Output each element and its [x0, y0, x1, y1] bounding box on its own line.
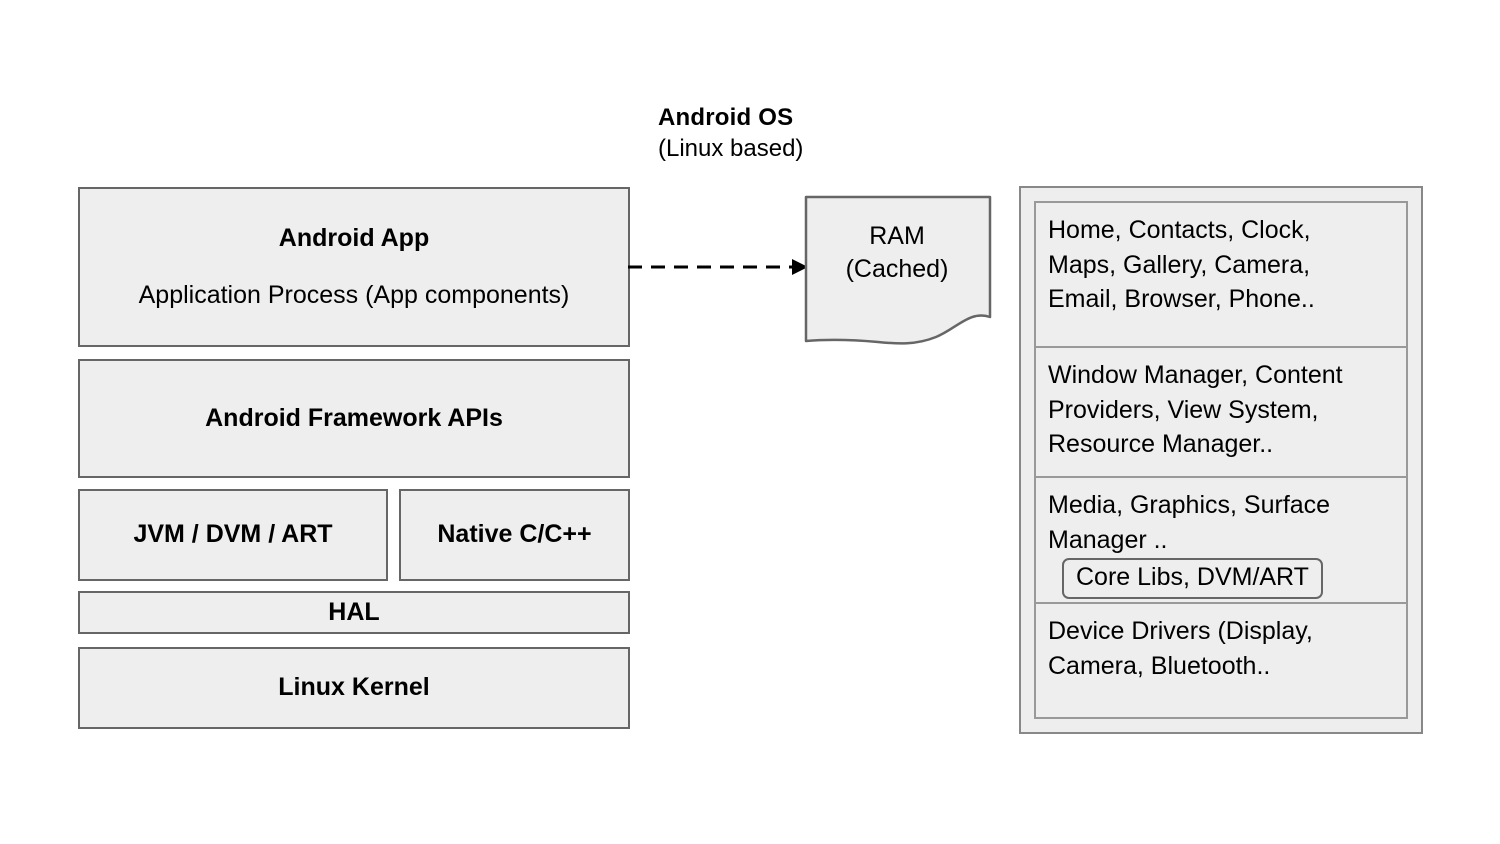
- linux-kernel-box[interactable]: Linux Kernel: [78, 647, 630, 729]
- hal-label: HAL: [328, 597, 380, 626]
- page-title: Android OS (Linux based): [658, 103, 1018, 164]
- os-title-sub: (Linux based): [658, 134, 804, 162]
- android-app-subtitle: Application Process (App components): [138, 281, 570, 309]
- android-framework-apis-label: Android Framework APIs: [205, 403, 503, 432]
- runtime-label: JVM / DVM / ART: [133, 520, 333, 549]
- dashed-arrow-icon: [628, 259, 808, 275]
- stack-section-drivers[interactable]: Device Drivers (Display, Camera, Bluetoo…: [1036, 604, 1406, 717]
- stack-section-drivers-text: Device Drivers (Display, Camera, Bluetoo…: [1048, 617, 1313, 680]
- android-app-title: Android App: [278, 223, 430, 252]
- native-label: Native C/C++: [437, 520, 592, 549]
- stack-section-framework-text: Window Manager, Content Providers, View …: [1048, 361, 1343, 459]
- stack-section-libraries-text: Media, Graphics, Surface Manager ..: [1048, 491, 1331, 554]
- android-stack-panel-inner: Home, Contacts, Clock, Maps, Gallery, Ca…: [1034, 201, 1408, 719]
- stack-section-apps-text: Home, Contacts, Clock, Maps, Gallery, Ca…: [1048, 216, 1315, 313]
- android-stack-panel: Home, Contacts, Clock, Maps, Gallery, Ca…: [1019, 186, 1423, 734]
- android-framework-apis-box[interactable]: Android Framework APIs: [78, 359, 630, 478]
- os-title-main: Android OS: [658, 104, 794, 131]
- hal-box[interactable]: HAL: [78, 591, 630, 634]
- stack-section-libraries[interactable]: Media, Graphics, Surface Manager .. Core…: [1036, 478, 1406, 605]
- ram-document-shape[interactable]: [800, 192, 996, 348]
- stack-section-framework[interactable]: Window Manager, Content Providers, View …: [1036, 348, 1406, 479]
- android-app-box[interactable]: Android App Application Process (App com…: [78, 187, 630, 347]
- stack-section-apps[interactable]: Home, Contacts, Clock, Maps, Gallery, Ca…: [1036, 203, 1406, 349]
- native-box[interactable]: Native C/C++: [399, 489, 630, 581]
- runtime-box[interactable]: JVM / DVM / ART: [78, 489, 388, 581]
- core-libs-chip[interactable]: Core Libs, DVM/ART: [1062, 558, 1323, 599]
- linux-kernel-label: Linux Kernel: [278, 673, 430, 702]
